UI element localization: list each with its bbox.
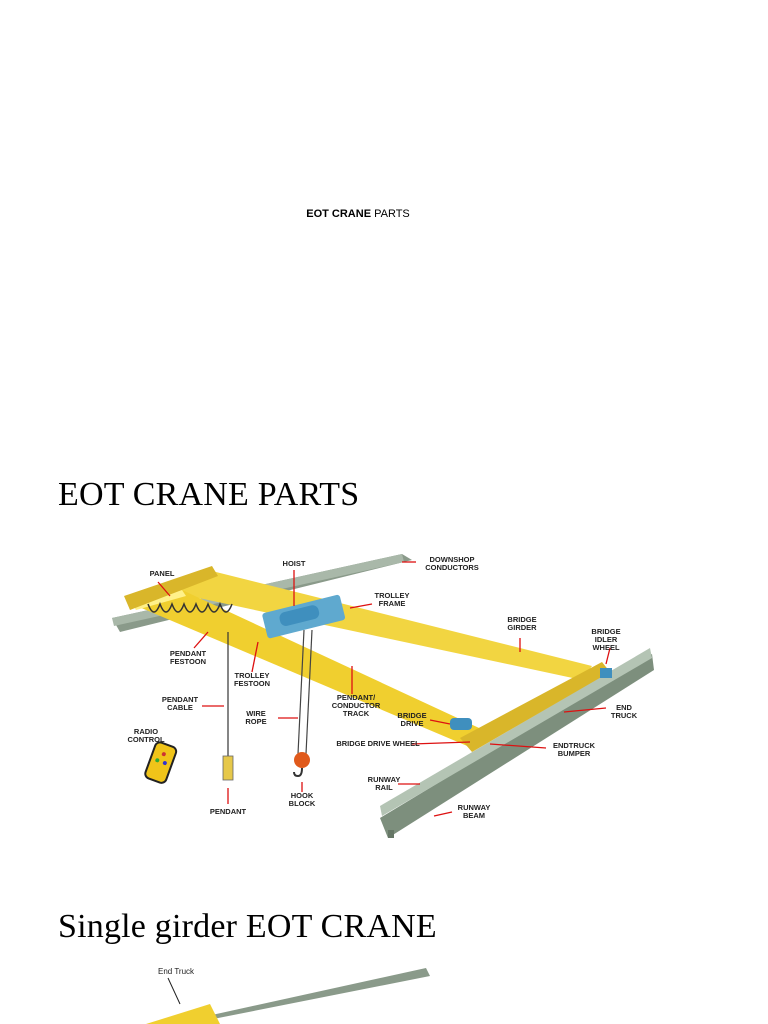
single-girder-diagram: End Truck <box>146 967 430 1024</box>
label-trolley-frame-1: TROLLEY <box>375 591 410 600</box>
section-heading-eot-crane-parts: EOT CRANE PARTS <box>58 476 360 513</box>
label-end-truck-2: TRUCK <box>611 711 638 720</box>
label-bridge-drive-2: DRIVE <box>401 719 424 728</box>
label-wire-rope-1: WIRE <box>246 709 266 718</box>
label-conductor-3: TRACK <box>343 709 370 718</box>
label-idler-1: BRIDGE <box>591 627 620 636</box>
end-truck-left <box>124 566 218 610</box>
cover-title: EOT CRANE PARTS <box>0 208 716 220</box>
label-downshop-2: CONDUCTORS <box>425 563 479 572</box>
label-bumper-2: BUMPER <box>558 749 591 758</box>
label-runway-rail-1: RUNWAY <box>368 775 401 784</box>
label-panel: PANEL <box>150 569 175 578</box>
label-radio-1: RADIO <box>134 727 158 736</box>
label-idler-3: WHEEL <box>592 643 620 652</box>
label-pendant-cable-1: PENDANT <box>162 695 199 704</box>
single-girder-runway <box>180 968 430 1024</box>
label-drive-wheel: BRIDGE DRIVE WHEEL <box>336 739 420 748</box>
label-trolley-festoon-1: TROLLEY <box>235 671 270 680</box>
eot-crane-parts-diagram: PANEL HOIST DOWNSHOP CONDUCTORS TROLLEY … <box>112 554 654 838</box>
label-hook-2: BLOCK <box>289 799 316 808</box>
label-bridge-girder-1: BRIDGE <box>507 615 536 624</box>
end-truck-right <box>460 662 610 752</box>
hook-block <box>294 752 310 768</box>
label-trolley-festoon-2: FESTOON <box>234 679 270 688</box>
bridge-girder-back <box>152 570 592 680</box>
label-pendant-cable-2: CABLE <box>167 703 193 712</box>
label-wire-rope-2: ROPE <box>245 717 266 726</box>
label-idler-2: IDLER <box>595 635 618 644</box>
label-hook-1: HOOK <box>291 791 314 800</box>
cover-title-rest: PARTS <box>371 208 410 220</box>
label-bumper-1: ENDTRUCK <box>553 741 596 750</box>
label-runway-beam-2: BEAM <box>463 811 485 820</box>
label-conductor-2: CONDUCTOR <box>332 701 381 710</box>
bridge-girder-front <box>132 590 492 748</box>
hoist-drum <box>279 605 320 626</box>
label-trolley-frame-2: FRAME <box>379 599 406 608</box>
label-runway-rail-2: RAIL <box>375 783 393 792</box>
label-bridge-drive-1: BRIDGE <box>397 711 426 720</box>
label-hoist: HOIST <box>283 559 306 568</box>
label-pendant-festoon-2: FESTOON <box>170 657 206 666</box>
label-radio-2: CONTROL <box>127 735 164 744</box>
label-conductor-1: PENDANT/ <box>337 693 376 702</box>
cover-title-bold: EOT CRANE <box>306 208 372 220</box>
radio-control <box>144 741 178 784</box>
label-end-truck-single: End Truck <box>158 967 195 976</box>
pendant-box <box>222 755 234 781</box>
section-heading-single-girder: Single girder EOT CRANE <box>58 908 437 945</box>
label-pendant-festoon-1: PENDANT <box>170 649 207 658</box>
pendant-festoon <box>147 601 233 613</box>
label-downshop-1: DOWNSHOP <box>430 555 475 564</box>
label-bridge-girder-2: GIRDER <box>507 623 537 632</box>
label-pendant: PENDANT <box>210 807 247 816</box>
bridge-drive <box>450 718 472 730</box>
label-end-truck-1: END <box>616 703 632 712</box>
label-runway-beam-1: RUNWAY <box>458 803 491 812</box>
